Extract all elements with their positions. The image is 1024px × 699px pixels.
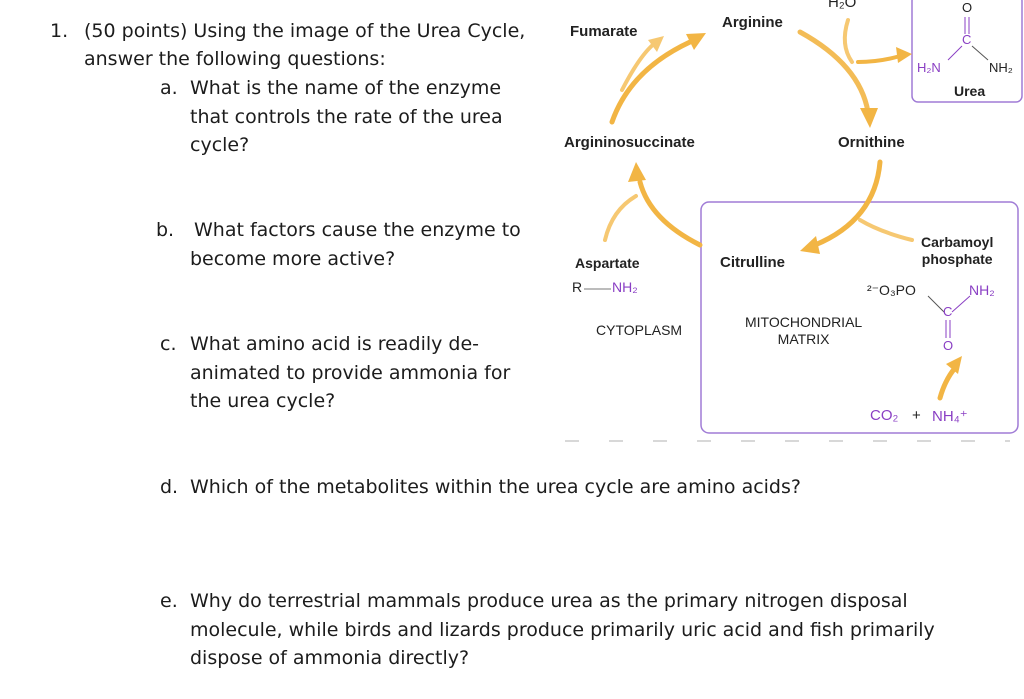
urea-bond-right bbox=[971, 45, 989, 61]
question-e-line: molecule, while birds and lizards produc… bbox=[190, 618, 935, 641]
arrowhead bbox=[686, 33, 706, 50]
arrowhead bbox=[648, 36, 664, 52]
question-c-line: What amino acid is readily de- bbox=[190, 333, 480, 355]
question-number: 1. bbox=[50, 20, 69, 42]
arrowhead bbox=[628, 162, 646, 182]
arrow-carbamoyl-in bbox=[858, 218, 914, 242]
question-a-line: that controls the rate of the urea bbox=[190, 105, 503, 128]
question-a-line: cycle? bbox=[190, 134, 250, 156]
question-1: 1. bbox=[50, 17, 68, 46]
arrowhead bbox=[860, 108, 878, 128]
urea-o: O bbox=[962, 0, 973, 15]
question-e-line: dispose of ammonia directly? bbox=[190, 647, 470, 669]
aspartate-nh2: NH₂ bbox=[612, 279, 638, 295]
carbamoyl-line: Carbamoyl bbox=[921, 234, 994, 250]
urea-bond-left bbox=[947, 45, 963, 61]
question-1-line-2: answer the following questions: bbox=[84, 48, 386, 70]
question-b-line: What factors cause the enzyme to bbox=[194, 219, 521, 241]
carbamoyl-phosphate-label: Carbamoyl phosphate bbox=[921, 234, 993, 268]
arginine-label: Arginine bbox=[722, 14, 783, 31]
carbamoyl-o: O bbox=[943, 338, 954, 353]
question-d-letter: d. bbox=[160, 476, 179, 498]
plus-sign: + bbox=[912, 407, 921, 424]
question-b-letter: b. bbox=[156, 219, 175, 241]
arrow-citrulline-to-argininosuccinate bbox=[637, 179, 703, 248]
water-label: H₂O bbox=[828, 0, 857, 11]
question-c-line: animated to provide ammonia for bbox=[190, 361, 511, 384]
mitochondrial-matrix-box bbox=[700, 201, 1019, 434]
urea-nh2: NH₂ bbox=[989, 60, 1013, 75]
question-e-text: Why do terrestrial mammals produce urea … bbox=[190, 587, 935, 673]
urea-h2n: H₂N bbox=[917, 60, 941, 75]
arrow-water-in bbox=[842, 18, 854, 64]
nh4-label: NH₄⁺ bbox=[932, 408, 968, 425]
carbamoyl-nh2: NH₂ bbox=[969, 282, 995, 298]
question-b-text: What factors cause the enzyme to become … bbox=[190, 216, 521, 273]
question-e-letter: e. bbox=[160, 590, 178, 612]
aspartate-r: R bbox=[572, 279, 583, 295]
question-c-letter: c. bbox=[160, 333, 177, 355]
co2-label: CO₂ bbox=[870, 407, 899, 424]
arrowhead bbox=[800, 236, 820, 254]
argininosuccinate-label: Argininosuccinate bbox=[564, 134, 695, 151]
arrow-ornithine-to-citrulline bbox=[812, 159, 883, 248]
carbamoyl-line: phosphate bbox=[921, 251, 993, 267]
cp-bond-left bbox=[927, 295, 945, 313]
ornithine-label: Ornithine bbox=[838, 134, 905, 151]
fumarate-label: Fumarate bbox=[570, 23, 638, 40]
question-c-line: the urea cycle? bbox=[190, 390, 336, 412]
arrow-argininosuccinate-to-arginine bbox=[609, 39, 693, 125]
cytoplasm-label: CYTOPLASM bbox=[596, 322, 683, 338]
urea-label: Urea bbox=[954, 83, 986, 99]
arrowhead bbox=[946, 356, 962, 374]
cp-bond-right bbox=[951, 295, 971, 313]
arrowhead bbox=[896, 47, 912, 63]
citrulline-label: Citrulline bbox=[720, 254, 786, 271]
urea-box bbox=[911, 0, 1023, 103]
mitochondrial-line: MATRIX bbox=[777, 331, 830, 347]
question-a-text: What is the name of the enzyme that cont… bbox=[190, 74, 503, 160]
arrow-to-urea bbox=[856, 54, 902, 64]
question-d-text: Which of the metabolites within the urea… bbox=[190, 476, 801, 498]
aspartate-label: Aspartate bbox=[575, 255, 640, 271]
arrow-arginine-to-ornithine bbox=[797, 29, 871, 115]
question-1-line-1: (50 points) Using the image of the Urea … bbox=[84, 20, 526, 42]
question-b-line: become more active? bbox=[190, 247, 396, 270]
question-c-text: What amino acid is readily de- animated … bbox=[190, 330, 510, 416]
mitochondrial-label: MITOCHONDRIAL MATRIX bbox=[745, 314, 862, 348]
arrow-co2-to-carbamoyl bbox=[937, 365, 958, 401]
question-e-line: Why do terrestrial mammals produce urea … bbox=[190, 590, 908, 612]
carbamoyl-c: C bbox=[943, 304, 953, 319]
question-a-line: What is the name of the enzyme bbox=[190, 77, 502, 99]
mitochondrial-line: MITOCHONDRIAL bbox=[745, 314, 863, 330]
arrow-aspartate-in bbox=[603, 194, 638, 242]
urea-c: C bbox=[962, 32, 972, 47]
carbamoyl-po3: ²⁻O₃PO bbox=[867, 282, 916, 298]
question-a-letter: a. bbox=[160, 77, 178, 99]
